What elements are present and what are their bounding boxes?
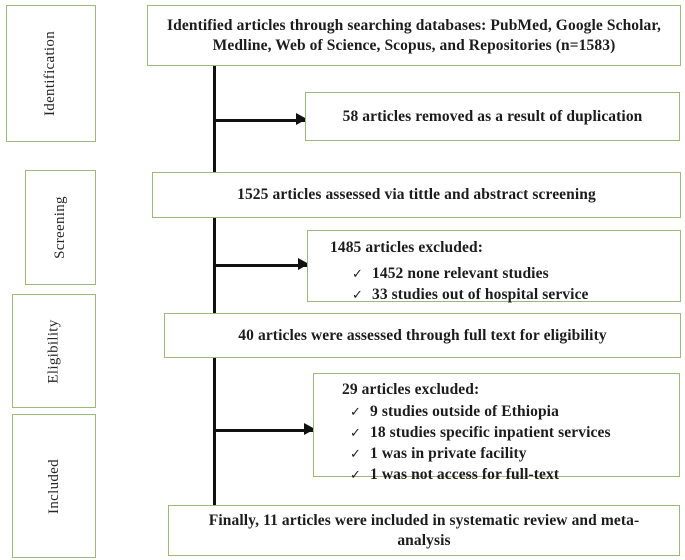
node-included-text: Finally, 11 articles were included in sy… (209, 511, 639, 551)
node-fulltext-assessed: 40 articles were assessed through full t… (164, 313, 681, 358)
list-item-label: 18 studies specific inpatient services (370, 424, 611, 442)
stage-box-screening: Screening (25, 170, 96, 285)
check-icon: ✓ (352, 287, 363, 303)
node-identified-line1: Identified articles through searching da… (167, 16, 661, 34)
connector-to-duplicates (213, 119, 305, 122)
stage-label-screening: Screening (52, 196, 68, 259)
check-icon: ✓ (350, 404, 361, 420)
list-item: ✓ 9 studies outside of Ethiopia (350, 401, 669, 422)
check-icon: ✓ (350, 425, 361, 441)
stage-label-included: Included (45, 458, 62, 514)
list-item-label: 1 was not access for full-text (370, 466, 560, 484)
list-item: ✓ 1 was in private facility (350, 443, 669, 464)
node-fulltext-excluded: 29 articles excluded: ✓ 9 studies outsid… (313, 373, 680, 483)
list-item-label: 1452 none relevant studies (372, 265, 549, 283)
node-fulltext-assessed-text: 40 articles were assessed through full t… (238, 326, 607, 344)
list-item: ✓ 1 was not access for full-text (350, 464, 669, 485)
arrowhead-duplicates (296, 113, 307, 125)
list-item-label: 1 was in private facility (370, 445, 527, 463)
arrowhead-fulltext-excluded (304, 423, 315, 435)
list-item: ✓ 18 studies specific inpatient services (350, 422, 669, 443)
node-screening-excluded: 1485 articles excluded: ✓ 1452 none rele… (307, 230, 681, 305)
node-included-final: Finally, 11 articles were included in sy… (168, 505, 680, 556)
fulltext-excluded-list: ✓ 9 studies outside of Ethiopia ✓ 18 stu… (342, 401, 669, 485)
list-item-label: 33 studies out of hospital service (372, 286, 589, 304)
check-icon: ✓ (350, 467, 361, 483)
list-item: ✓ 33 studies out of hospital service (352, 284, 670, 305)
screening-excluded-heading: 1485 articles excluded: (330, 239, 483, 256)
list-item-label: 9 studies outside of Ethiopia (370, 403, 559, 421)
node-identified-articles: Identified articles through searching da… (147, 5, 681, 66)
node-identified-text: Identified articles through searching da… (167, 16, 661, 56)
node-screened-text: 1525 articles assessed via tittle and ab… (237, 186, 596, 204)
connector-to-screening-excluded (213, 264, 307, 267)
node-articles-screened: 1525 articles assessed via tittle and ab… (152, 172, 681, 218)
node-identified-line2: Medline, Web of Science, Scopus, and Rep… (212, 36, 616, 54)
stage-label-identification: Identification (42, 30, 59, 117)
node-included-line2: analysis (397, 531, 451, 549)
node-duplicates-text: 58 articles removed as a result of dupli… (342, 107, 643, 125)
screening-excluded-list: ✓ 1452 none relevant studies ✓ 33 studie… (330, 263, 670, 305)
check-icon: ✓ (350, 446, 361, 462)
list-item: ✓ 1452 none relevant studies (352, 263, 670, 284)
check-icon: ✓ (352, 266, 363, 282)
stage-box-eligibility: Eligibility (12, 294, 96, 408)
stage-box-included: Included (12, 414, 96, 558)
node-included-line1: Finally, 11 articles were included in sy… (208, 511, 640, 529)
fulltext-excluded-heading: 29 articles excluded: (342, 381, 480, 398)
node-duplicates-removed: 58 articles removed as a result of dupli… (305, 92, 680, 141)
stage-box-identification: Identification (6, 5, 96, 142)
connector-to-fulltext-excluded (213, 429, 313, 432)
stage-label-eligibility: Eligibility (45, 318, 62, 384)
arrowhead-screening-excluded (298, 258, 309, 270)
